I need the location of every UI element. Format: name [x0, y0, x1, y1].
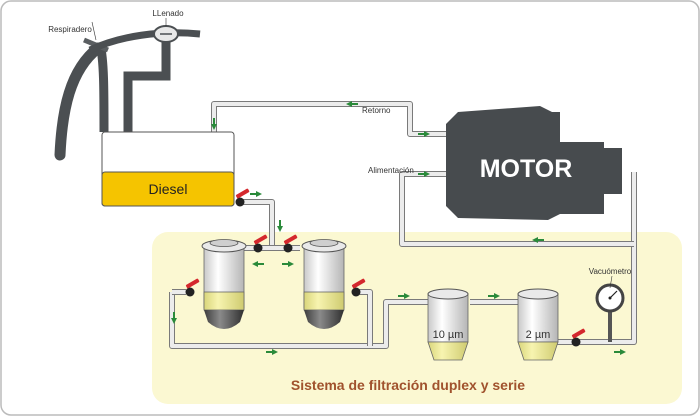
valve-icon	[283, 234, 298, 253]
valve-icon	[253, 234, 268, 253]
valves	[185, 188, 586, 347]
filter-10-micron: 10 µm	[427, 288, 469, 361]
alimentacion-label: Alimentación	[368, 166, 414, 175]
vacuometer-gauge	[595, 275, 625, 342]
valve-icon	[571, 328, 586, 347]
motor-block: MOTOR	[446, 106, 622, 220]
arrow-right-icon	[620, 349, 626, 355]
arrow-down-icon	[171, 318, 177, 324]
gauge-needle	[609, 290, 618, 299]
arrow-right-icon	[424, 131, 430, 137]
valve-icon	[351, 278, 366, 297]
arrow-right-icon	[494, 293, 500, 299]
llenado-label: LLenado	[152, 9, 184, 18]
arrow-right-icon	[288, 261, 294, 267]
arrow-left-icon	[532, 237, 538, 243]
flow-arrows	[171, 101, 626, 355]
arrow-right-icon	[424, 171, 430, 177]
valve-icon	[185, 278, 200, 297]
arrow-left-icon	[252, 261, 258, 267]
valve-icon	[235, 188, 250, 207]
arrow-right-icon	[404, 293, 410, 299]
duplex-filter-right	[301, 239, 347, 329]
motor-label: MOTOR	[480, 155, 573, 183]
diesel-tank: Diesel	[101, 131, 235, 207]
arrow-right-icon	[256, 191, 262, 197]
arrow-left-icon	[346, 101, 352, 107]
filtration-panel	[152, 232, 682, 404]
retorno-label: Retorno	[362, 106, 391, 115]
filter-2-micron: 2 µm	[517, 288, 559, 361]
system-title: Sistema de filtración duplex y serie	[291, 377, 525, 393]
filler-pipe	[88, 18, 201, 132]
filter-10-label: 10 µm	[433, 329, 464, 341]
respiradero-label: Respiradero	[48, 25, 92, 34]
filter-2-label: 2 µm	[526, 329, 551, 341]
arrow-down-icon	[277, 226, 283, 232]
arrow-down-icon	[211, 124, 217, 130]
arrow-right-icon	[272, 349, 278, 355]
vacuometro-label: Vacuómetro	[589, 267, 632, 276]
duplex-filter-left	[201, 239, 247, 329]
diesel-label: Diesel	[149, 181, 188, 197]
